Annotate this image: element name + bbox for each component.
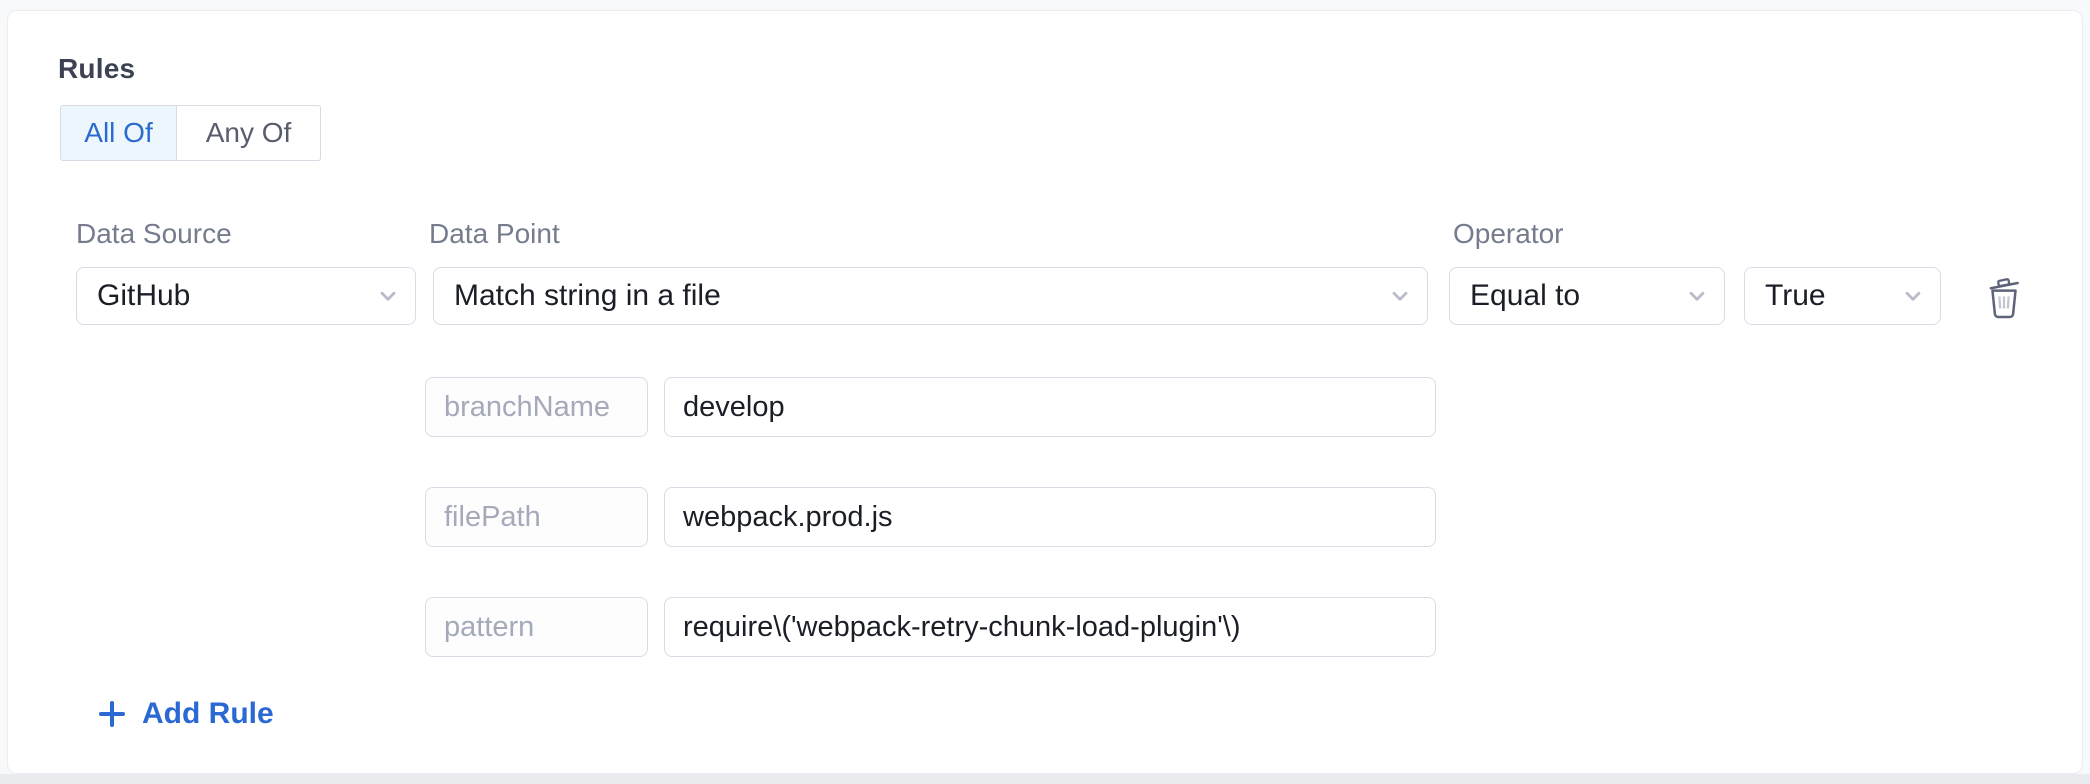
data-point-select[interactable]: Match string in a file	[433, 267, 1428, 325]
data-point-label: Data Point	[429, 218, 560, 249]
match-mode-toggle: All Of Any Of	[60, 105, 321, 161]
chevron-down-icon	[1684, 283, 1710, 309]
toggle-any-of[interactable]: Any Of	[177, 105, 321, 161]
toggle-all-of[interactable]: All Of	[60, 105, 177, 161]
operator-select[interactable]: Equal to	[1449, 267, 1725, 325]
delete-rule-button[interactable]	[1980, 275, 2028, 323]
trash-icon	[1984, 276, 2024, 323]
operator-label: Operator	[1453, 218, 1564, 249]
param-key-pattern[interactable]	[425, 597, 648, 657]
param-value-branchname[interactable]	[664, 377, 1436, 437]
param-value-filepath[interactable]	[664, 487, 1436, 547]
operator-value-selected: True	[1765, 279, 1826, 312]
add-rule-label: Add Rule	[142, 697, 274, 730]
operator-selected-value: Equal to	[1470, 279, 1581, 312]
plus-icon	[96, 698, 128, 730]
param-key-filepath[interactable]	[425, 487, 648, 547]
chevron-down-icon	[1900, 283, 1926, 309]
data-point-selected-value: Match string in a file	[454, 279, 721, 312]
add-rule-button[interactable]: Add Rule	[96, 697, 274, 731]
chevron-down-icon	[375, 283, 401, 309]
data-source-selected-value: GitHub	[97, 279, 191, 312]
page-background-strip	[0, 774, 2090, 784]
param-value-pattern[interactable]	[664, 597, 1436, 657]
data-source-label: Data Source	[76, 218, 232, 249]
param-key-branchname[interactable]	[425, 377, 648, 437]
rules-section-title: Rules	[58, 53, 136, 84]
data-source-select[interactable]: GitHub	[76, 267, 416, 325]
rules-panel: Rules All Of Any Of Data Source Data Poi…	[7, 10, 2083, 774]
operator-value-select[interactable]: True	[1744, 267, 1941, 325]
chevron-down-icon	[1387, 283, 1413, 309]
